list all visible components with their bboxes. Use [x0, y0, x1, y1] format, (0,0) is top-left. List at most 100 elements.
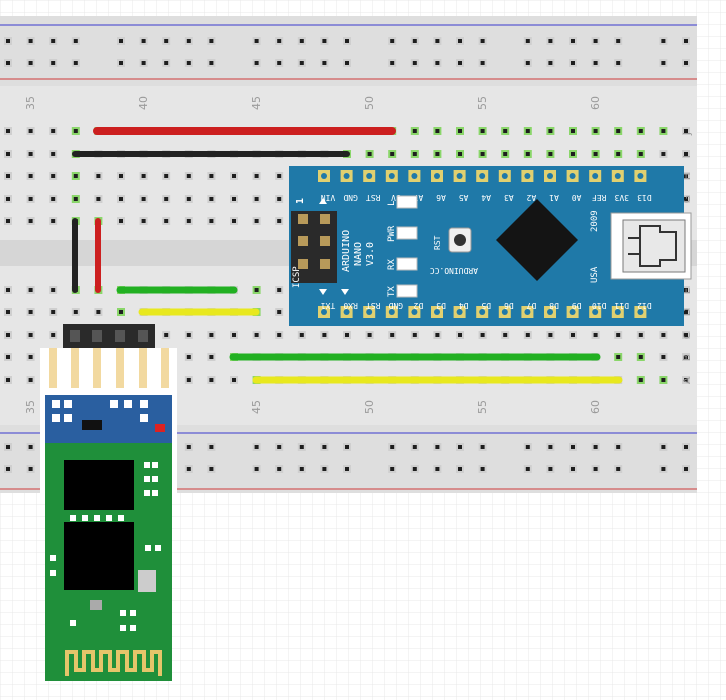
bt-smd-part — [155, 545, 161, 551]
icsp-pin — [320, 236, 330, 246]
bt-smd-part — [145, 545, 151, 551]
rail-hole-center — [390, 467, 395, 471]
board-name-line-3: V3.0 — [365, 242, 376, 266]
rail-hole-center — [299, 445, 304, 449]
rail-hole-center — [186, 61, 191, 65]
rail-hole-center — [661, 61, 666, 65]
breadboard-hole-center — [73, 129, 78, 133]
breadboard-hole-center — [480, 152, 485, 156]
rail-hole-center — [458, 61, 462, 65]
pin-marker-triangle-top — [319, 198, 327, 204]
led-pwr — [396, 226, 418, 240]
breadboard-hole-center — [141, 219, 146, 223]
breadboard-hole-center — [232, 197, 236, 201]
rail-hole-center — [525, 467, 530, 471]
arduino-top-pin-label: 5V — [391, 193, 401, 202]
breadboard-hole-center — [661, 152, 666, 156]
rail-hole-center — [28, 39, 33, 43]
rail-hole-center — [480, 467, 485, 471]
rail-hole-center — [593, 445, 598, 449]
rail-hole-center — [164, 61, 169, 65]
bt-smd-part — [106, 515, 112, 521]
row-letter: E — [682, 288, 693, 294]
arduino-bottom-pin-label: D4 — [459, 301, 469, 310]
breadboard-hole-center — [616, 152, 621, 156]
icsp-pins — [298, 214, 330, 269]
bt-pin-area — [40, 348, 177, 395]
bt-smd-part — [120, 610, 126, 616]
breadboard-hole-center — [232, 174, 236, 178]
arduino-top-pin-label: A1 — [549, 193, 559, 202]
rail-hole-center — [525, 445, 530, 449]
arduino-pad-hole — [411, 309, 418, 315]
rail-hole-center — [277, 445, 282, 449]
bt-leg — [116, 348, 124, 388]
breadboard-hole-center — [548, 152, 553, 156]
rail-hole-center — [593, 467, 598, 471]
arduino-top-pin-label: A3 — [504, 193, 514, 202]
breadboard-hole-center — [548, 129, 553, 133]
reset-button-cap[interactable] — [454, 234, 466, 246]
rail-hole-center — [458, 39, 462, 43]
breadboard-hole-center — [322, 333, 327, 337]
rail-hole-center — [412, 467, 417, 471]
breadboard-hole-center — [254, 174, 259, 178]
usb-connector — [610, 212, 692, 280]
breadboard-hole-center — [345, 333, 349, 337]
breadboard-hole-center — [232, 333, 236, 337]
arduino-pad-hole — [614, 309, 621, 315]
arduino-pad-hole — [456, 173, 463, 179]
arduino-pad-hole — [321, 173, 327, 179]
rail-hole-center — [571, 61, 575, 65]
breadboard-hole-center — [164, 174, 169, 178]
breadboard-hole-center — [51, 219, 56, 223]
row-letter: J — [682, 132, 693, 136]
arduino-pad-hole — [366, 173, 373, 179]
breadboard-hole-center — [525, 333, 530, 337]
arduino-pad-hole — [547, 173, 553, 179]
breadboard-hole-center — [593, 333, 598, 337]
breadboard-hole-center — [28, 333, 33, 337]
bt-smd-part — [152, 476, 158, 482]
rail-hole-center — [571, 39, 575, 43]
row-letter: C — [682, 332, 693, 339]
top-power-rail — [0, 16, 697, 86]
arduino-bottom-pin-label: D9 — [572, 301, 582, 310]
rail-hole-center — [684, 39, 688, 43]
breadboard-hole-center — [480, 129, 485, 133]
breadboard-hole-center — [435, 152, 440, 156]
led-label-rx: RX — [387, 259, 397, 270]
rail-hole-center — [209, 467, 214, 471]
bt-smd-part — [152, 490, 158, 496]
row-letter: H — [682, 172, 693, 180]
rail-hole-center — [458, 467, 462, 471]
breadboard-hole-center — [412, 129, 417, 133]
arduino-pad-hole — [388, 173, 395, 179]
led-label-l: L — [387, 201, 397, 206]
bt-smd-part — [50, 555, 56, 561]
rail-hole-center — [345, 39, 349, 43]
rail-hole-center — [345, 445, 349, 449]
rail-hole-center — [435, 39, 440, 43]
breadboard-hole-center — [525, 129, 530, 133]
arduino-pad-hole — [501, 173, 508, 179]
bt-smd-part — [64, 414, 72, 422]
rail-hole-center — [616, 39, 621, 43]
arduino-pad-hole — [434, 309, 440, 315]
rail-hole-center — [209, 39, 214, 43]
breadboard-hole-center — [684, 355, 688, 359]
breadboard-hole-center — [28, 174, 33, 178]
bt-smd-part — [50, 570, 56, 576]
arduino-top-pin-label: 3V3 — [614, 193, 629, 202]
rail-hole-center — [390, 39, 395, 43]
arduino-bottom-pin-label: RX0 — [343, 301, 358, 310]
breadboard-hole-center — [51, 310, 56, 314]
breadboard-hole-center — [503, 333, 508, 337]
arduino-pad-hole — [614, 173, 621, 179]
breadboard-hole-center — [96, 197, 101, 201]
